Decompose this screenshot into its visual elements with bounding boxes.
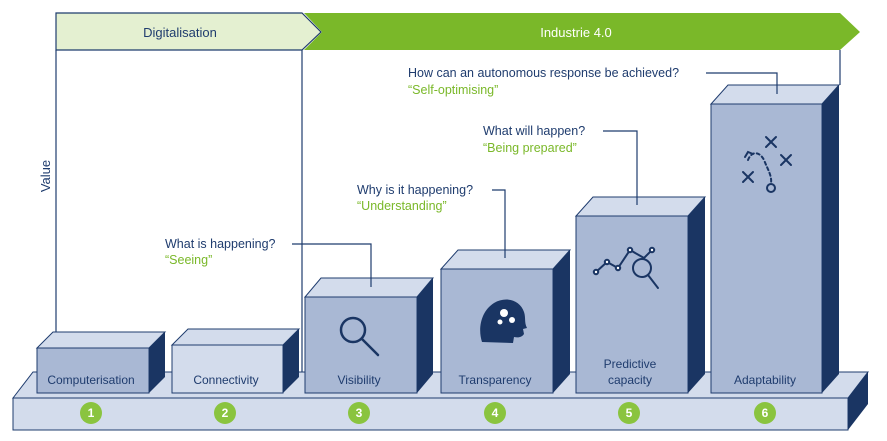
- callout-question-1: What is happening?: [165, 237, 276, 251]
- stage-bar-6: [709, 84, 841, 394]
- stage-number-2-badge: [214, 402, 236, 424]
- stage-label-5-line1: Predictive: [604, 357, 657, 371]
- callout-question-2: Why is it happening?: [357, 183, 473, 197]
- industrie-banner: [304, 13, 860, 50]
- stage-bar-4: [439, 249, 572, 394]
- stage-number-3: 3: [356, 406, 363, 420]
- stage-bar-3: [303, 277, 435, 394]
- digitalisation-label: Digitalisation: [143, 25, 217, 40]
- stage-label-5-line2: capacity: [608, 373, 652, 387]
- stage-number-4: 4: [492, 406, 499, 420]
- callout-answer-3: “Being prepared”: [483, 141, 577, 155]
- stage-bar-1: [35, 331, 167, 394]
- stage-bar-2: [170, 328, 301, 394]
- magnifier-icon: [339, 316, 380, 357]
- stage-label-6: Adaptability: [734, 373, 796, 387]
- stage-number-5: 5: [626, 406, 633, 420]
- phase-banners: Digitalisation Industrie 4.0: [55, 12, 860, 51]
- digitalisation-banner: [55, 12, 322, 51]
- callout-question-4: How can an autonomous response be achiev…: [408, 66, 679, 80]
- stage-numbers: 1 2 3 4 5 6: [80, 402, 776, 424]
- stage-label-1: Computerisation: [47, 373, 134, 387]
- stage-labels: Computerisation Connectivity Visibility …: [47, 357, 796, 387]
- industrie-label: Industrie 4.0: [540, 25, 612, 40]
- strategy-play-icon: [742, 136, 792, 193]
- callout-answer-4: “Self-optimising”: [408, 83, 498, 97]
- head-gears-icon: [480, 299, 527, 343]
- stage-number-4-badge: [484, 402, 506, 424]
- value-axis-label: Value: [38, 160, 53, 192]
- stage-number-6-badge: [754, 402, 776, 424]
- stage-number-2: 2: [222, 406, 229, 420]
- phase-frame: [55, 50, 841, 378]
- stage-number-1: 1: [88, 406, 95, 420]
- stage-label-2: Connectivity: [193, 373, 258, 387]
- callout-leaders: [292, 72, 778, 287]
- stage-number-6: 6: [762, 406, 769, 420]
- stage-label-4: Transparency: [459, 373, 532, 387]
- stage-number-1-badge: [80, 402, 102, 424]
- analytics-magnifier-icon: [592, 246, 659, 289]
- stage-bar-5: [574, 196, 707, 394]
- stage-label-3: Visibility: [337, 373, 380, 387]
- stage-number-5-badge: [618, 402, 640, 424]
- callout-answer-1: “Seeing”: [165, 253, 212, 267]
- callouts: What is happening? “Seeing” Why is it ha…: [165, 66, 679, 267]
- callout-question-3: What will happen?: [483, 124, 585, 138]
- callout-answer-2: “Understanding”: [357, 199, 447, 213]
- stage-number-3-badge: [348, 402, 370, 424]
